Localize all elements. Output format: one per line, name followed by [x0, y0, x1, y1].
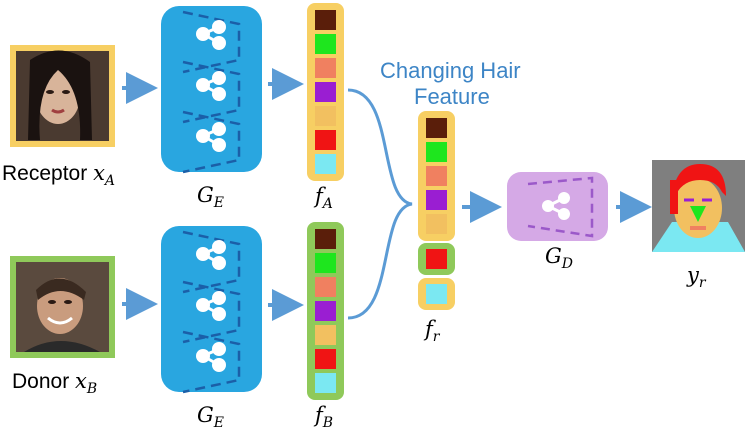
receptor-image	[10, 45, 115, 147]
note-line-1: Changing Hair	[380, 58, 521, 83]
merge-brace	[347, 88, 413, 320]
receptor-label: Receptor xA	[2, 161, 115, 189]
donor-image	[10, 256, 115, 358]
feature-b-label: fB	[313, 403, 333, 431]
feature-a-label: fA	[313, 184, 333, 212]
donor-label: Donor xB	[12, 369, 97, 397]
output-parsing-map	[652, 160, 745, 252]
feature-vector-a	[307, 3, 344, 181]
decoder-label: GD	[545, 244, 573, 272]
output-label: yr	[686, 263, 707, 291]
encoder-top	[161, 6, 262, 174]
encoder-bottom-label: GE	[197, 403, 224, 431]
feature-r-label: fr	[423, 317, 441, 345]
feature-vector-b	[307, 222, 344, 400]
encoder-top-label: GE	[197, 183, 224, 211]
feature-vector-r	[418, 111, 455, 310]
decoder	[507, 172, 608, 241]
note-line-2: Feature	[414, 84, 490, 109]
encoder-bottom	[161, 226, 262, 394]
